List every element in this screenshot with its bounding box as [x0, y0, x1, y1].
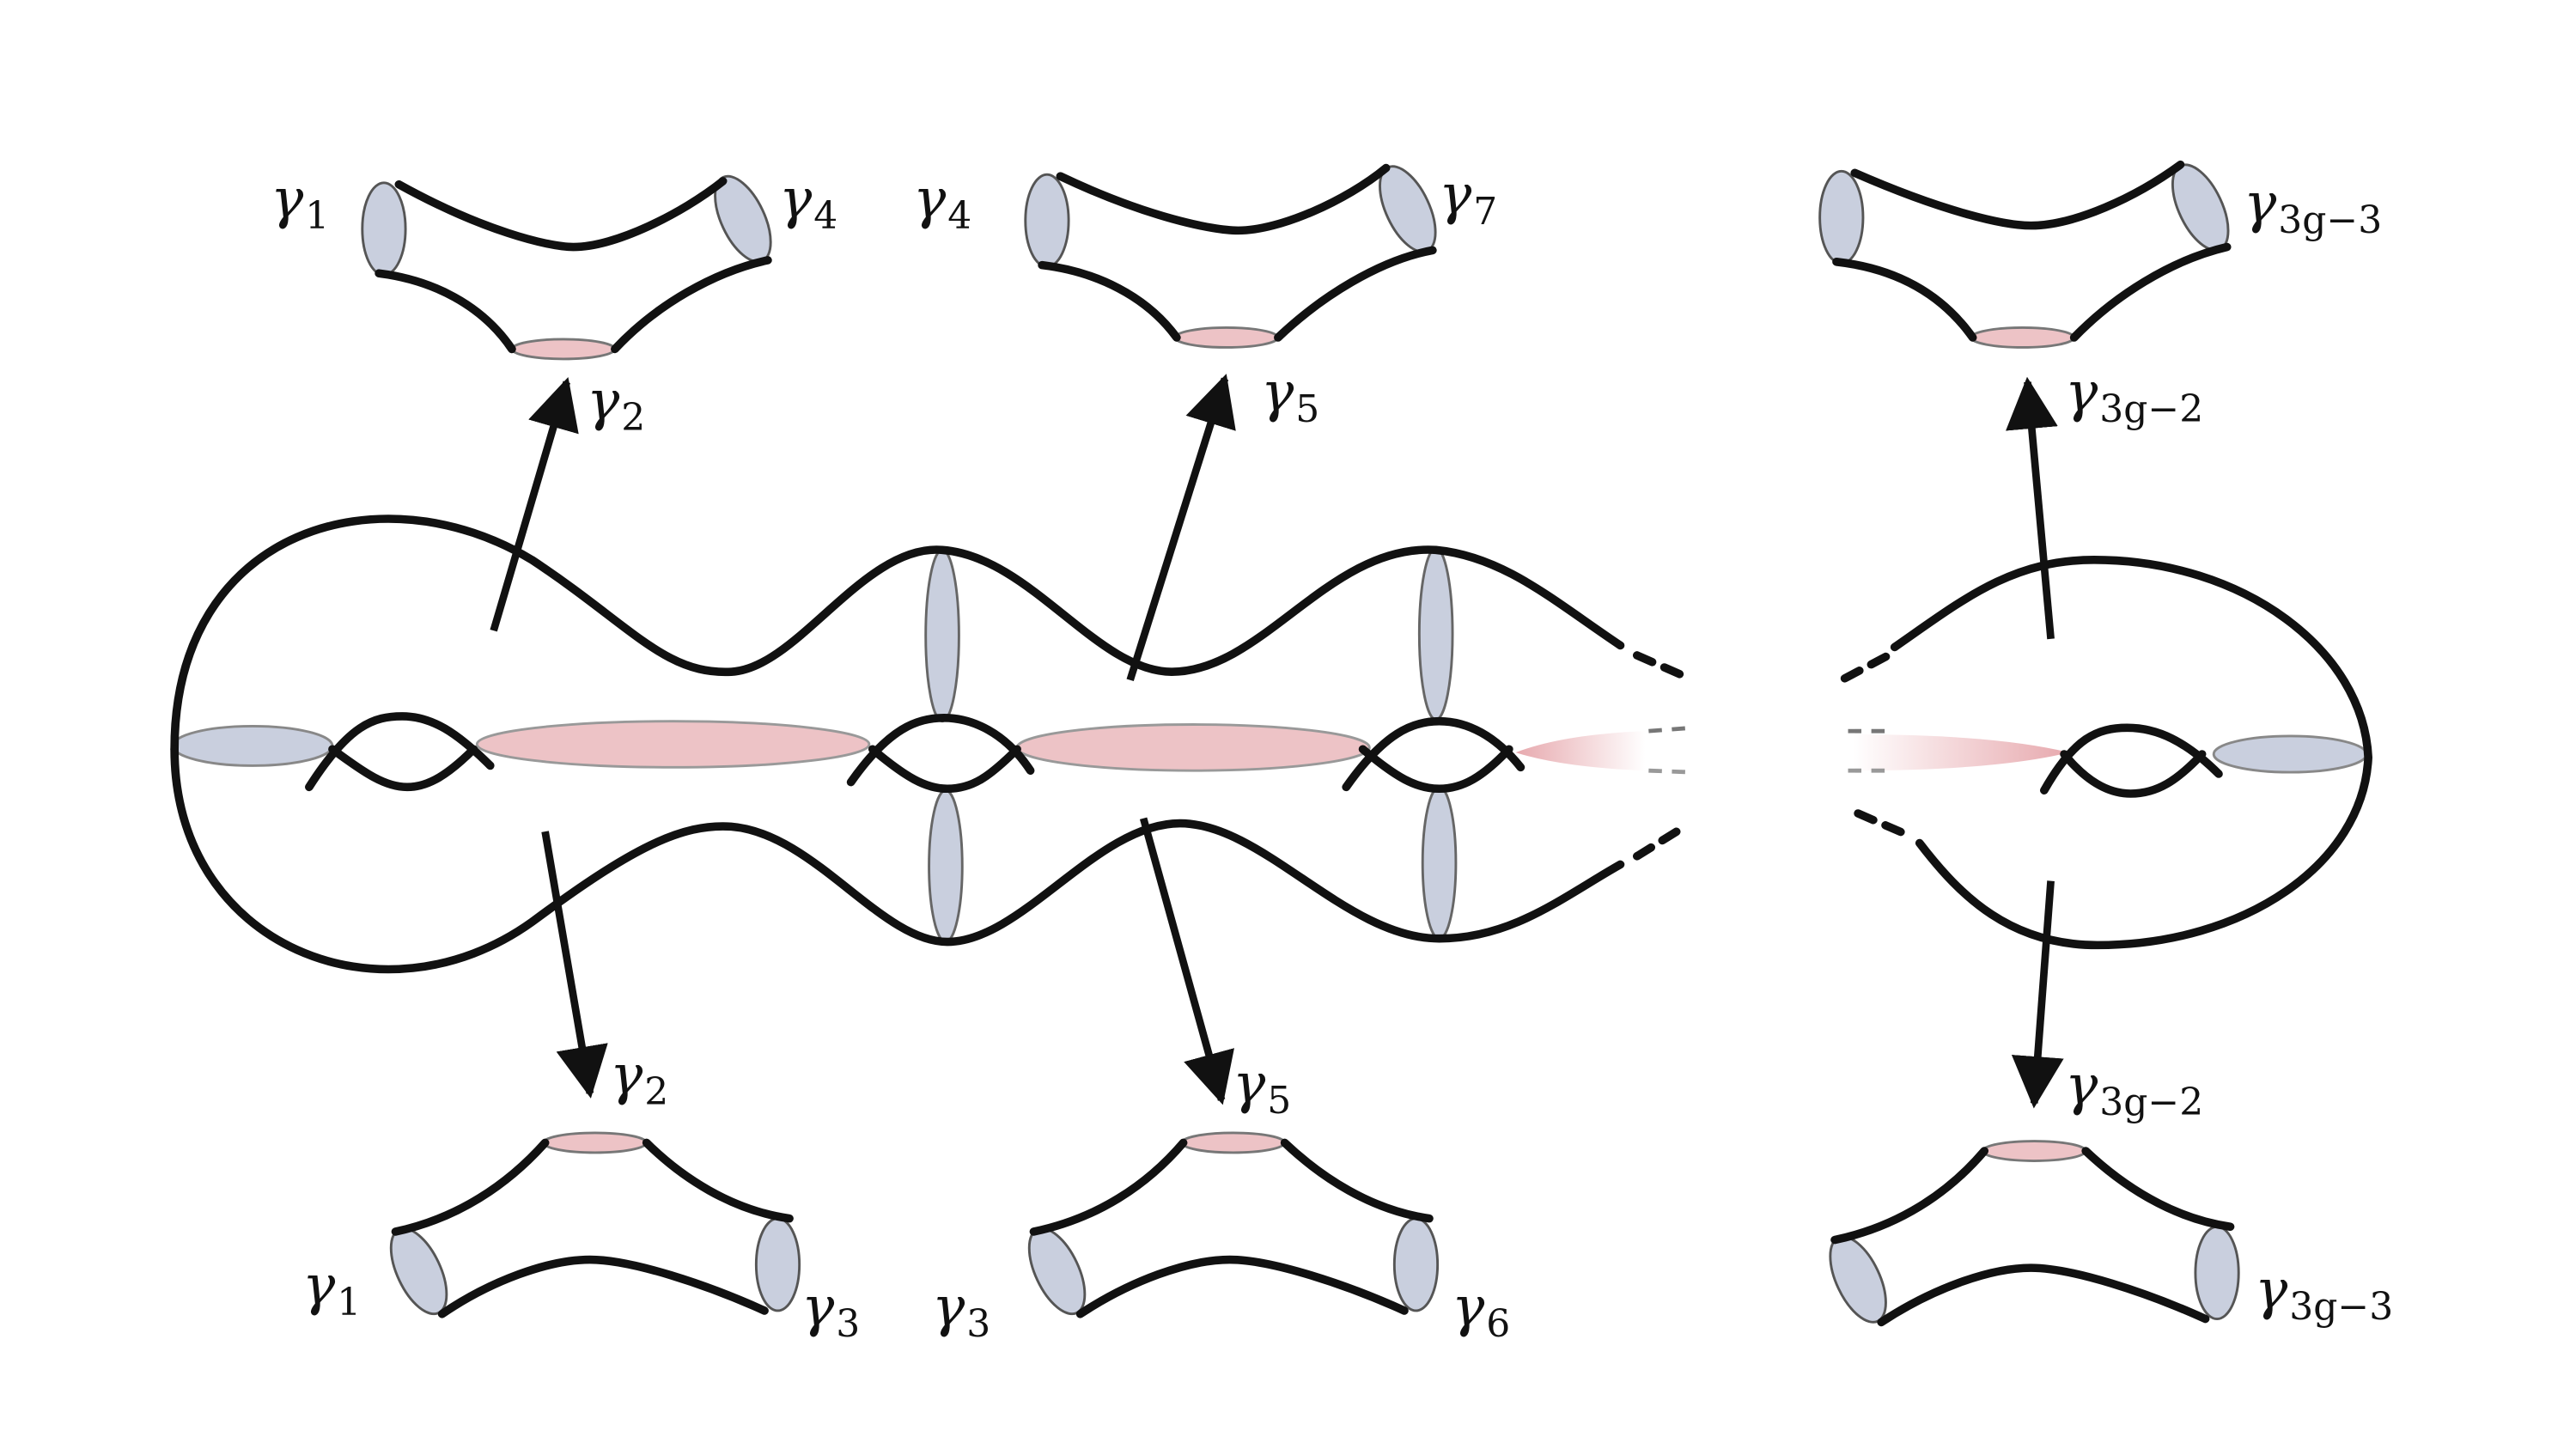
- cuff-gamma4: [924, 548, 960, 723]
- cuff-gamma6: [1421, 785, 1458, 941]
- cuff-gamma7: [1417, 546, 1454, 721]
- label-bottom3-right: γ3g−3: [2255, 1258, 2394, 1330]
- cuff-fade-left: [1515, 731, 1646, 771]
- surface-ellipsis: [1632, 648, 1915, 861]
- bottom-pants-3: [1829, 1140, 2240, 1327]
- top-pants-3: [1818, 160, 2232, 349]
- label-top1-left: γ1: [271, 167, 330, 239]
- label-bottom1-right: γ3: [801, 1275, 861, 1347]
- arrow-to-bottom-pants-3: [2011, 880, 2064, 1109]
- arrow-to-bottom-pants-1: [541, 831, 608, 1099]
- label-top1-bottom: γ2: [587, 369, 646, 441]
- top-pants-1: [361, 174, 772, 361]
- label-top2-bottom: γ5: [1261, 361, 1320, 432]
- label-bottom2-top: γ5: [1233, 1052, 1292, 1123]
- arrow-to-top-pants-2: [1126, 374, 1236, 682]
- bottom-pants-1: [389, 1131, 801, 1318]
- surface-bottom-edge: [170, 745, 1625, 974]
- arrow-to-top-pants-1: [490, 376, 579, 632]
- label-top1-right: γ4: [779, 167, 838, 239]
- label-bottom1-top: γ2: [610, 1044, 669, 1115]
- label-bottom3-top: γ3g−2: [2065, 1054, 2204, 1125]
- label-bottom2-right: γ6: [1452, 1275, 1511, 1347]
- bottom-pants-2: [1027, 1131, 1440, 1318]
- cuff-gamma2: [475, 720, 871, 769]
- cuff-gamma3: [928, 788, 964, 943]
- surface-top-edge: [170, 514, 1625, 754]
- arrow-to-top-pants-3: [2006, 376, 2058, 640]
- label-top3-right: γ3g−3: [2244, 172, 2383, 243]
- label-top3-bottom: γ3g−2: [2065, 361, 2204, 432]
- label-bottom2-left: γ3: [932, 1275, 991, 1347]
- cuff-gamma1: [171, 724, 334, 767]
- top-pants-2: [1024, 163, 1437, 349]
- cuff-gamma3g-3: [2212, 734, 2368, 774]
- arrows: [490, 374, 2064, 1109]
- label-top2-right: γ7: [1439, 163, 1498, 234]
- label-top2-left: γ4: [913, 167, 972, 239]
- surface-holes: [305, 712, 2223, 798]
- genus-surface: [170, 514, 2372, 974]
- label-bottom1-left: γ1: [302, 1254, 362, 1325]
- cuff-fade-right: [1853, 734, 2069, 771]
- arrow-to-bottom-pants-2: [1139, 817, 1234, 1105]
- cuff-gamma5: [1015, 723, 1371, 772]
